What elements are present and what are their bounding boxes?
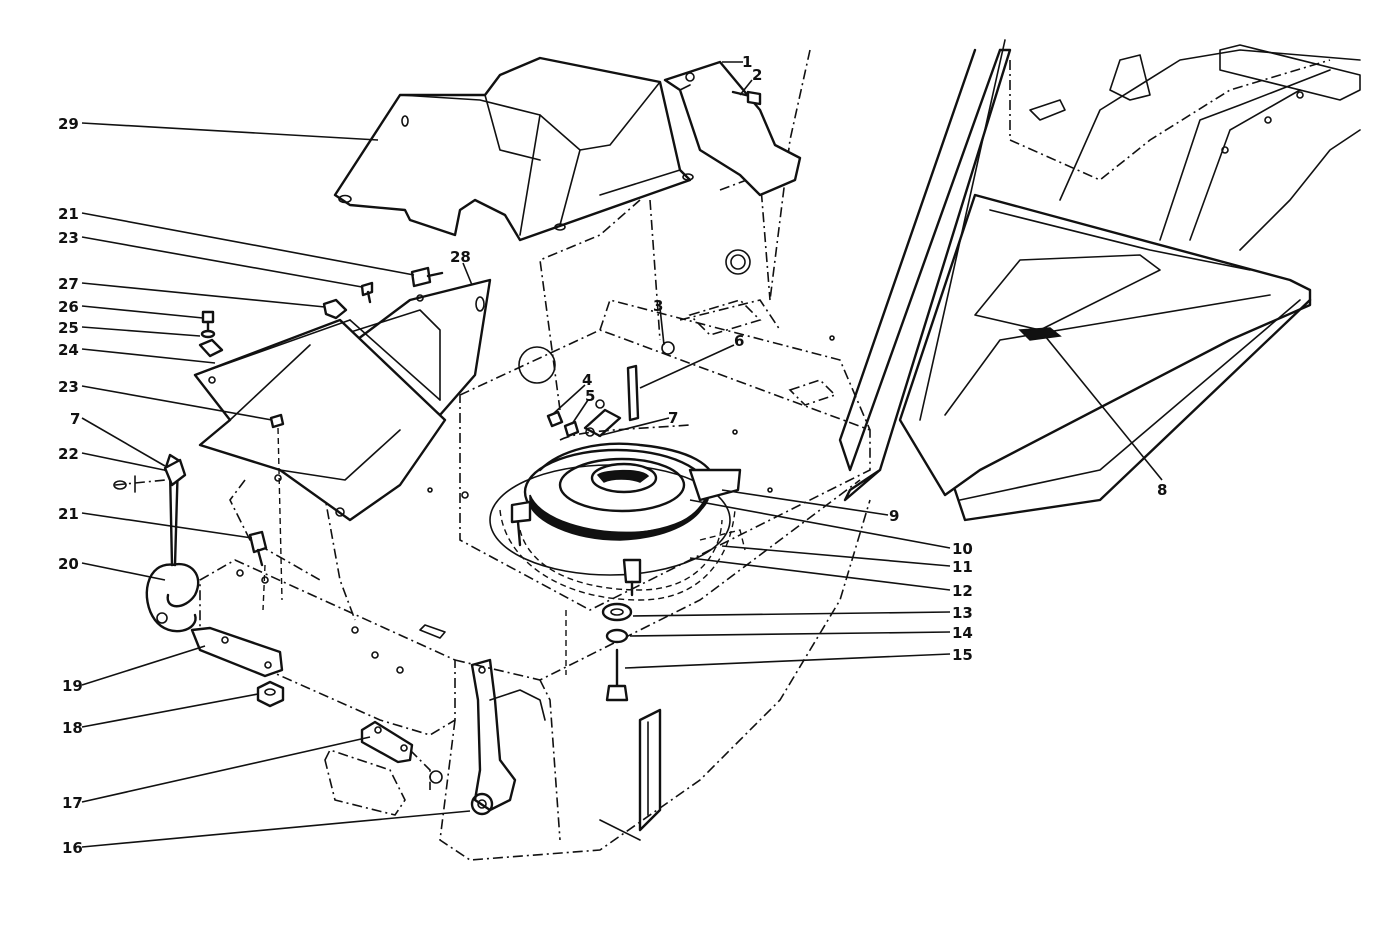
callout-18: 18 bbox=[62, 719, 83, 737]
part-17-bracket bbox=[360, 720, 414, 764]
callout-2: 2 bbox=[752, 66, 762, 84]
callout-20: 20 bbox=[58, 555, 79, 573]
callout-24: 24 bbox=[58, 341, 79, 359]
part-21-bolt bbox=[248, 530, 268, 567]
callout-11: 11 bbox=[952, 558, 973, 576]
callout-29: 29 bbox=[58, 115, 79, 133]
callout-8: 8 bbox=[1157, 481, 1167, 499]
callout-14: 14 bbox=[952, 624, 973, 642]
callout-23-lower: 23 bbox=[58, 378, 79, 396]
callout-21-lower: 21 bbox=[58, 505, 79, 523]
callout-23-upper: 23 bbox=[58, 229, 79, 247]
callout-9: 9 bbox=[889, 507, 899, 525]
callout-labels: 1 2 3 4 5 6 7 7 8 9 10 11 12 13 14 15 16… bbox=[58, 53, 1167, 857]
callout-12: 12 bbox=[952, 582, 973, 600]
part-24-shroud bbox=[193, 318, 447, 522]
part-20-lift-lever bbox=[113, 453, 200, 633]
callout-13: 13 bbox=[952, 604, 973, 622]
callout-3: 3 bbox=[653, 297, 663, 315]
tractor-frame bbox=[199, 39, 1361, 861]
callout-7-clutch: 7 bbox=[668, 409, 678, 427]
part-18-nut bbox=[256, 680, 285, 708]
callout-26: 26 bbox=[58, 298, 79, 316]
part-19-link bbox=[190, 626, 284, 678]
callout-5: 5 bbox=[585, 387, 595, 405]
callout-15: 15 bbox=[952, 646, 973, 664]
callout-22: 22 bbox=[58, 445, 79, 463]
callout-28: 28 bbox=[450, 248, 471, 266]
callout-4: 4 bbox=[582, 371, 592, 389]
callout-16: 16 bbox=[62, 839, 83, 857]
callout-17: 17 bbox=[62, 794, 83, 812]
callout-27: 27 bbox=[58, 275, 79, 293]
callout-25: 25 bbox=[58, 319, 79, 337]
callout-1: 1 bbox=[742, 53, 752, 71]
part-29-tunnel-cover bbox=[333, 56, 694, 242]
callout-19: 19 bbox=[62, 677, 83, 695]
pto-clutch-assembly bbox=[489, 442, 746, 702]
clutch-hardware bbox=[546, 341, 691, 441]
callout-10: 10 bbox=[952, 540, 973, 558]
hardware-small-parts bbox=[198, 266, 444, 611]
leader-lines bbox=[81, 61, 1163, 848]
callout-6: 6 bbox=[734, 332, 744, 350]
callout-7-lever: 7 bbox=[70, 410, 80, 428]
callout-21-upper: 21 bbox=[58, 205, 79, 223]
